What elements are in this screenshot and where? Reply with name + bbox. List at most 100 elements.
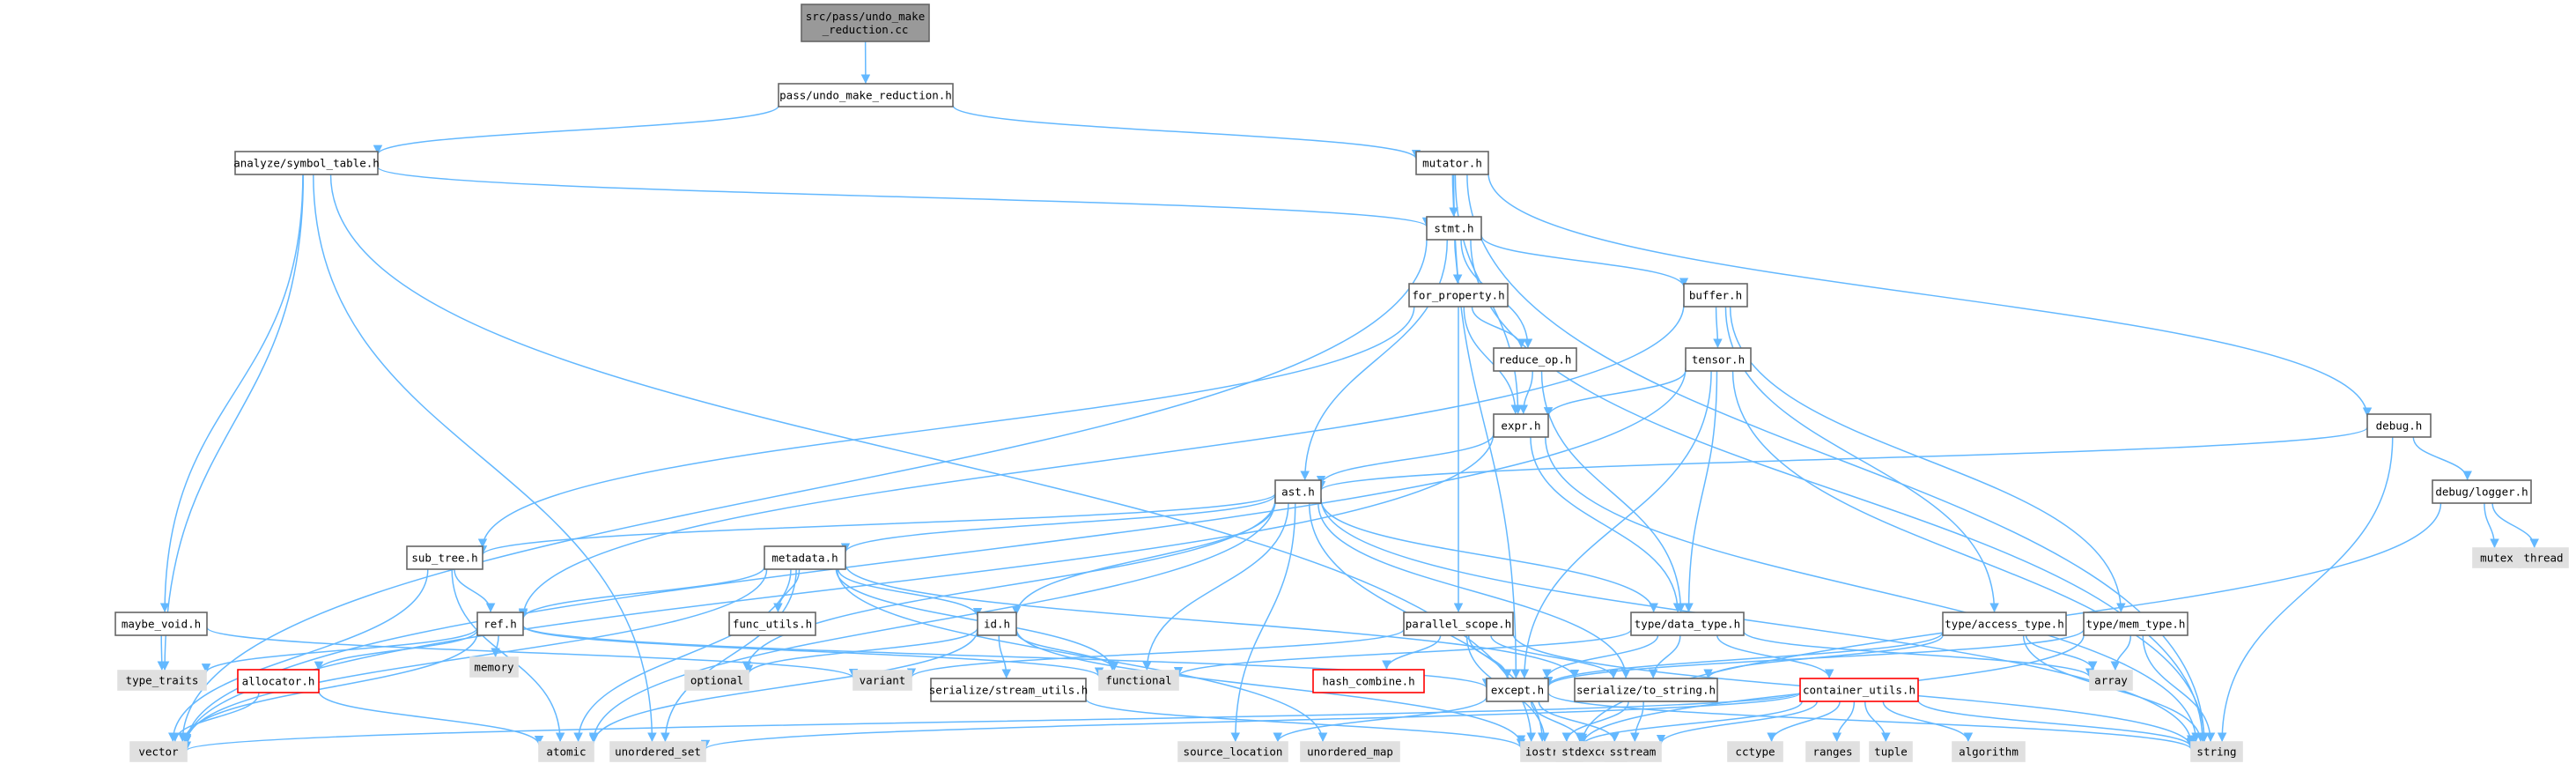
node-box (1683, 283, 1748, 308)
edge-container_utils-to-unordered_set (701, 692, 1801, 750)
node-box (1486, 678, 1549, 702)
node-functional[interactable]: functional (1098, 670, 1179, 691)
node-allocator[interactable]: allocator.h (237, 669, 320, 693)
node-box (129, 741, 188, 762)
node-label: type/access_type.h (1945, 618, 2063, 631)
edge-debug_logger-to-mutex (2484, 502, 2499, 549)
node-ranges[interactable]: ranges (1805, 741, 1860, 762)
node-label: array (2094, 674, 2128, 687)
node-label: cctype (1735, 745, 1775, 759)
node-id[interactable]: id.h (977, 612, 1017, 636)
node-string[interactable]: string (2190, 741, 2243, 762)
node-label: type/data_type.h (1635, 618, 1740, 631)
node-label: id.h (984, 618, 1010, 631)
node-label: algorithm (1959, 745, 2019, 759)
node-mutex[interactable]: mutex (2472, 547, 2521, 568)
node-box (2190, 741, 2243, 762)
edge-debug-to-ast (1317, 426, 2368, 492)
node-reduce_op[interactable]: reduce_op.h (1493, 347, 1577, 372)
node-label: unordered_map (1307, 745, 1393, 759)
node-label: src/pass/undo_make (806, 10, 925, 23)
node-serialize_stream_utils[interactable]: serialize/stream_utils.h (929, 678, 1089, 702)
node-tensor[interactable]: tensor.h (1685, 347, 1752, 372)
node-box (1727, 741, 1783, 762)
node-debug[interactable]: debug.h (2366, 413, 2432, 438)
node-box (1630, 612, 1745, 636)
node-sstream[interactable]: sstream (1604, 741, 1662, 762)
node-box (778, 83, 954, 107)
edges-layer (157, 41, 2539, 752)
node-expr[interactable]: expr.h (1493, 413, 1549, 438)
node-label: mutator.h (1422, 157, 1482, 170)
node-label: unordered_set (615, 745, 701, 759)
edge-ast-to-source_location (1230, 502, 1296, 743)
edge-metadata-to-ref (518, 566, 765, 619)
node-root[interactable]: src/pass/undo_make_reduction.cc (801, 4, 930, 42)
node-maybe_void[interactable]: maybe_void.h (114, 612, 208, 636)
node-type_access_type[interactable]: type/access_type.h (1942, 612, 2067, 636)
node-cctype[interactable]: cctype (1727, 741, 1783, 762)
node-type_data_type[interactable]: type/data_type.h (1630, 612, 1745, 636)
node-parallel_scope[interactable]: parallel_scope.h (1403, 612, 1514, 636)
node-box (1403, 612, 1514, 636)
node-label: functional (1105, 674, 1171, 687)
edge-expr-to-string (1545, 436, 2201, 743)
node-optional[interactable]: optional (684, 670, 749, 691)
node-type_mem_type[interactable]: type/mem_type.h (2083, 612, 2188, 636)
edge-type_data_type-to-serialize_to_string (1648, 634, 1681, 679)
edge-reduce_op-to-expr (1518, 370, 1533, 415)
node-buffer[interactable]: buffer.h (1683, 283, 1748, 308)
node-stmt[interactable]: stmt.h (1426, 216, 1482, 241)
node-variant[interactable]: variant (853, 670, 912, 691)
node-box (1574, 678, 1718, 702)
node-thread[interactable]: thread (2518, 547, 2569, 568)
node-box (237, 669, 320, 693)
node-type_traits[interactable]: type_traits (117, 670, 207, 691)
node-serialize_to_string[interactable]: serialize/to_string.h (1574, 678, 1718, 702)
node-algorithm[interactable]: algorithm (1952, 741, 2026, 762)
node-label: string (2196, 745, 2236, 759)
node-mutator[interactable]: mutator.h (1415, 151, 1489, 175)
edge-type_data_type-to-array (1743, 631, 2095, 678)
node-label: debug.h (2376, 419, 2423, 433)
edge-type_access_type-to-except (1543, 632, 1944, 686)
node-sub_tree[interactable]: sub_tree.h (406, 545, 483, 570)
node-unordered_map[interactable]: unordered_map (1300, 741, 1400, 762)
node-label: for_property.h (1412, 289, 1504, 302)
node-unordered_set[interactable]: unordered_set (609, 741, 706, 762)
edge-except-to-stdexcept (1530, 701, 1585, 743)
node-box (609, 741, 706, 762)
node-hash_combine[interactable]: hash_combine.h (1312, 669, 1425, 693)
edge-type_data_type-to-functional (1173, 628, 1632, 678)
node-ast[interactable]: ast.h (1274, 479, 1322, 504)
node-tuple[interactable]: tuple (1869, 741, 1913, 762)
node-source_location[interactable]: source_location (1177, 741, 1288, 762)
node-metadata[interactable]: metadata.h (764, 545, 846, 570)
node-container_utils[interactable]: container_utils.h (1799, 678, 1919, 702)
node-debug_logger[interactable]: debug/logger.h (2432, 479, 2532, 504)
node-func_utils[interactable]: func_utils.h (728, 612, 816, 636)
node-label: atomic (546, 745, 586, 759)
node-label: sub_tree.h (411, 552, 477, 565)
edge-stmt-to-string (1470, 239, 2208, 743)
edge-ref-to-functional (522, 625, 1104, 678)
node-symbol_table[interactable]: analyze/symbol_table.h (233, 151, 380, 175)
edge-expr-to-vector (181, 432, 1495, 745)
edge-type_access_type-to-array (2025, 634, 2098, 671)
node-memory[interactable]: memory (469, 656, 519, 678)
node-box (2083, 612, 2188, 636)
node-vector[interactable]: vector (129, 741, 188, 762)
edge-tensor-to-string (1731, 370, 2210, 743)
node-label: container_utils.h (1803, 684, 1915, 697)
edge-type_mem_type-to-except (1543, 628, 2085, 687)
node-array[interactable]: array (2089, 670, 2133, 691)
edge-buffer-to-type_access_type (1724, 306, 1999, 613)
node-box (1952, 741, 2026, 762)
node-except[interactable]: except.h (1486, 678, 1549, 702)
node-box (977, 612, 1017, 636)
edge-ast-to-optional (742, 499, 1276, 671)
node-pass_undo[interactable]: pass/undo_make_reduction.h (778, 83, 954, 107)
node-for_property[interactable]: for_property.h (1408, 283, 1509, 308)
node-ref[interactable]: ref.h (476, 612, 524, 636)
node-atomic[interactable]: atomic (538, 741, 594, 762)
